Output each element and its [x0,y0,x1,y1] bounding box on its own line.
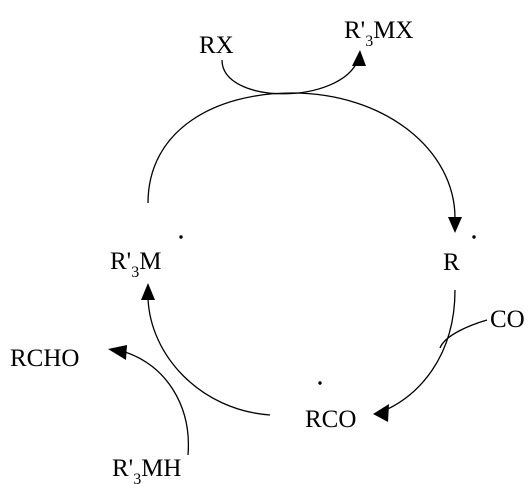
label-r3m-radical: R'3M [110,248,161,281]
label-r3mx: R'3MX [344,17,413,50]
label-r3mh: R'3MH [112,455,181,484]
arrowhead-rcho [108,345,127,360]
arrow-rx-to-r3mx [221,59,359,95]
arc-rco-to-r3m [147,297,271,416]
radical-dot-rco [318,381,322,385]
arrowhead-to-rco [373,404,389,422]
arrowhead-to-r3m [141,283,155,300]
arrow-r3mh-to-rcho [124,351,190,456]
label-rx: RX [199,32,234,59]
arrowhead-r3mx [352,50,366,66]
arrow-co-in [439,319,488,349]
radical-dot-r3m [179,235,183,239]
radical-dot-r [472,235,476,239]
arrowhead-to-r [448,217,462,233]
arc-top-to-r [147,92,456,219]
arc-r-to-rco [375,289,456,415]
label-rco-radical: RCO [305,406,356,433]
label-rcho: RCHO [10,345,79,372]
label-co: CO [490,306,525,333]
label-r-radical: R [443,249,460,276]
